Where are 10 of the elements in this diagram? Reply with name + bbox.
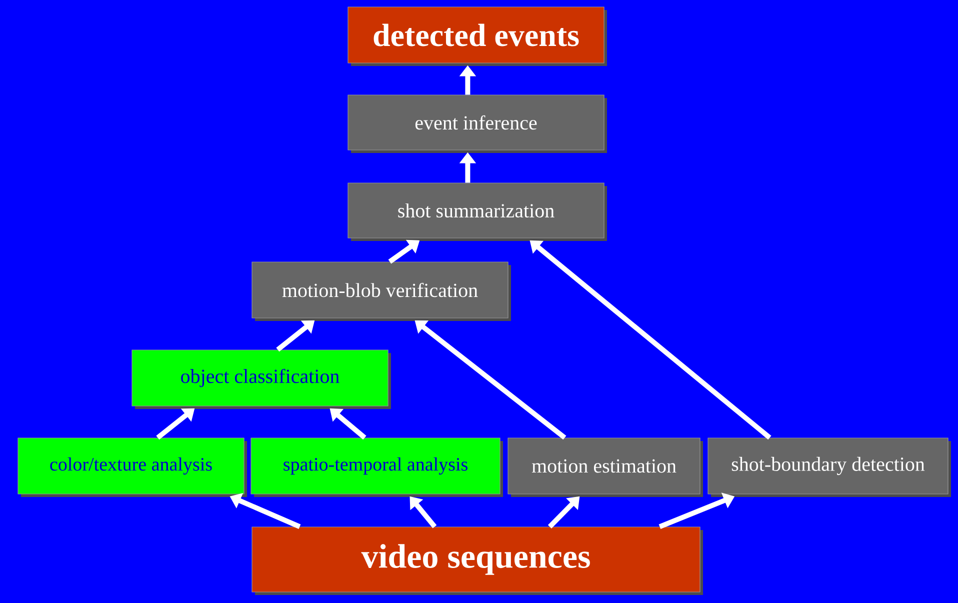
process-box: motion-blob verification: [252, 262, 511, 321]
process-box: shot summarization: [348, 182, 607, 241]
process-box: motion estimation: [508, 438, 703, 497]
process-box: color/texture analysis: [18, 438, 247, 497]
highlight-box: video sequences: [252, 526, 703, 595]
process-box: spatio-temporal analysis: [250, 438, 503, 497]
highlight-box: detected events: [348, 6, 607, 66]
process-box: shot-boundary detection: [708, 438, 951, 497]
process-box: event inference: [348, 94, 607, 153]
process-box: object classification: [132, 350, 391, 409]
